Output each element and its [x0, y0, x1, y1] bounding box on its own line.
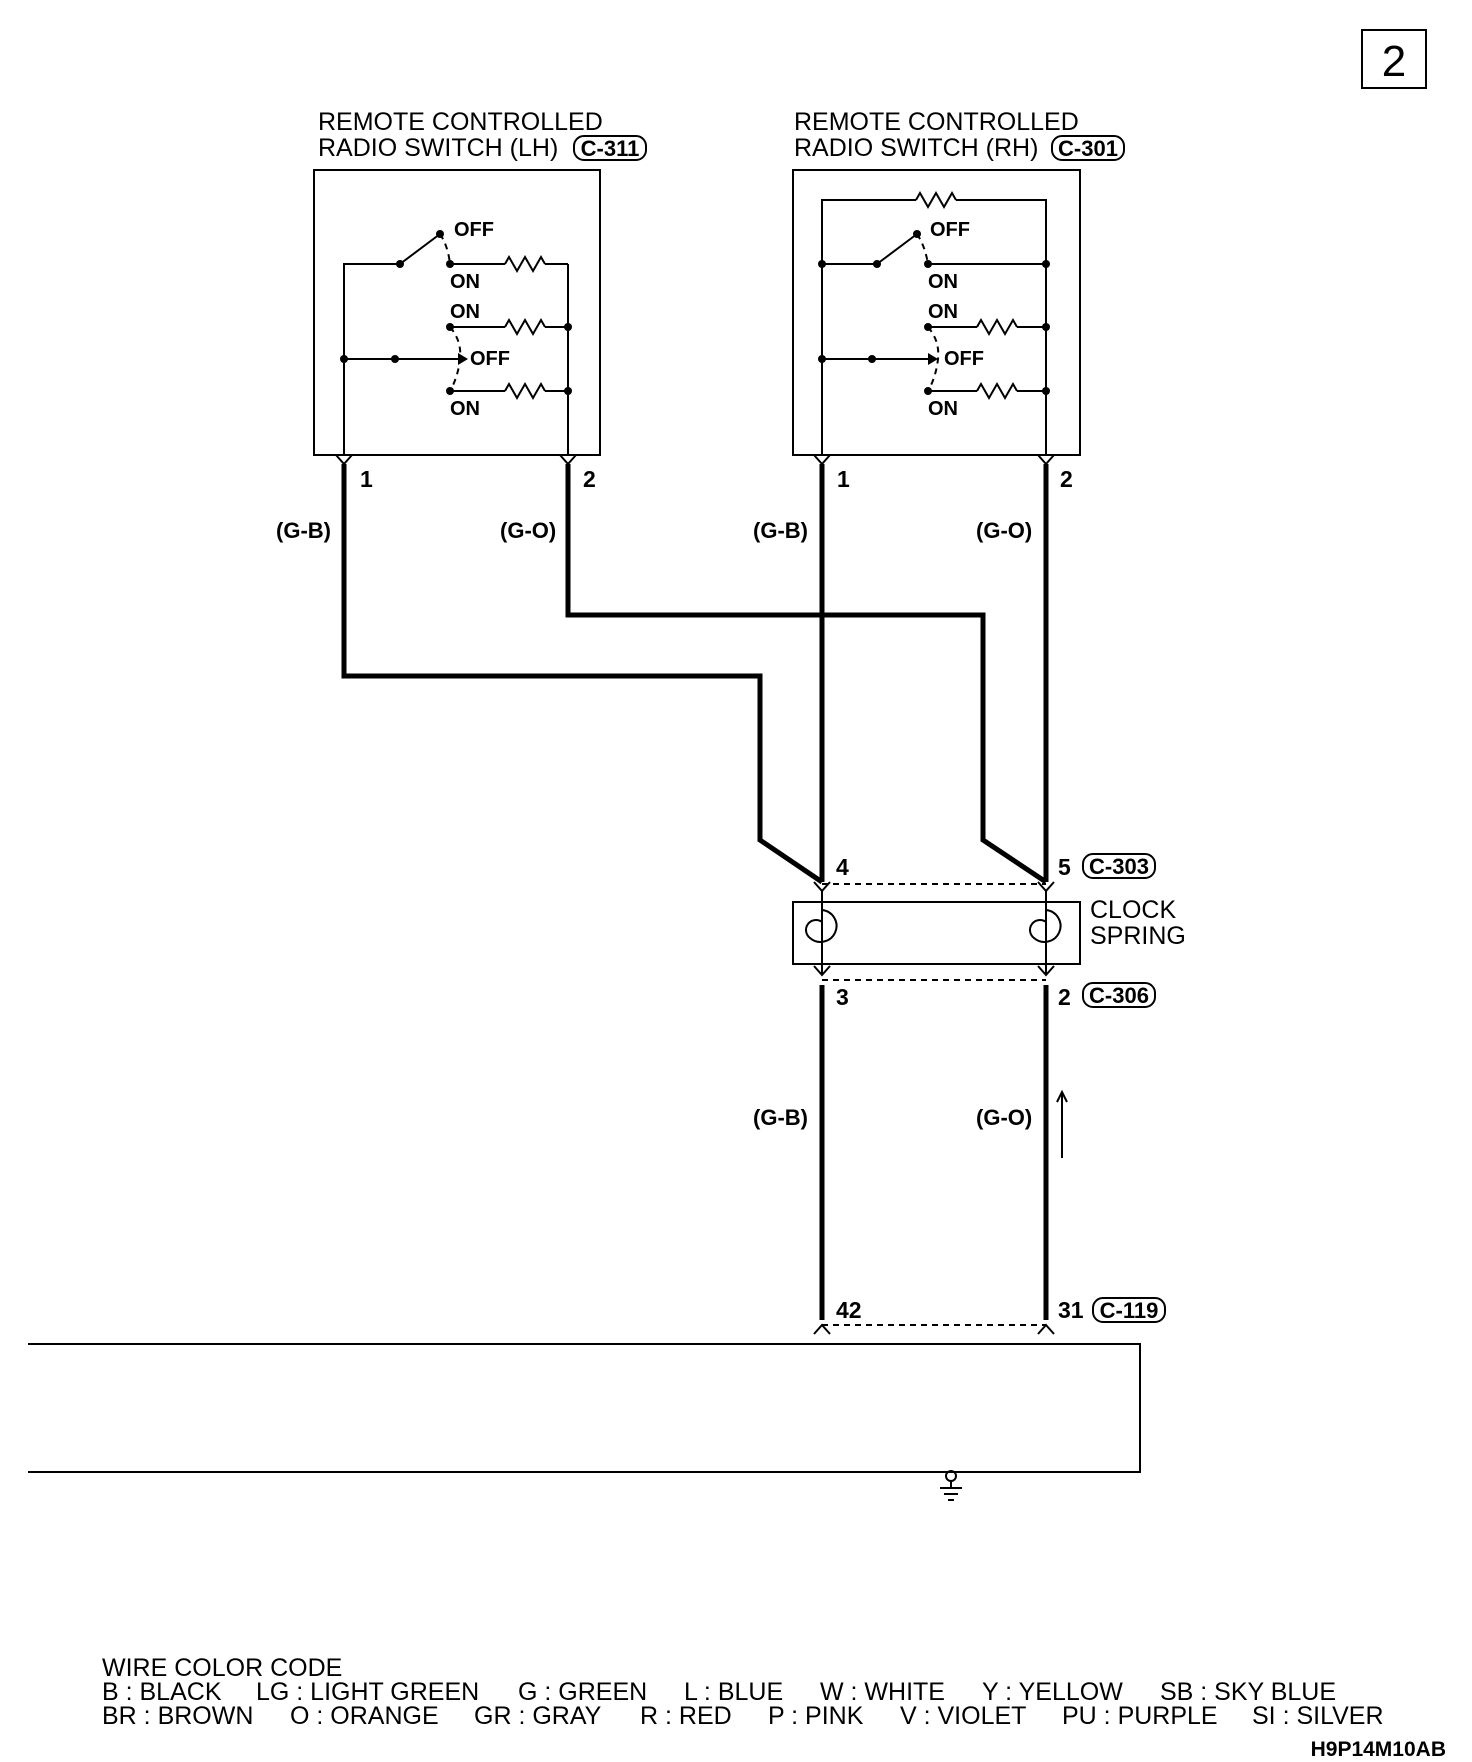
rh-switch-title-line1: REMOTE CONTROLLED [794, 108, 1079, 136]
lh-switch-title-line2: RADIO SWITCH (LH) [318, 134, 558, 162]
clock-spring-box [792, 901, 1081, 965]
clock-spring-coil-left [805, 909, 838, 943]
clock-spring-bottom-connector-badge [1082, 982, 1156, 1008]
lh-switch-box [313, 169, 601, 456]
lh-pos-off-1: OFF [454, 219, 494, 241]
bottom-connector-label: C-119 [1100, 1298, 1159, 1323]
clock-spring-label-line2: SPRING [1090, 922, 1186, 950]
page-number-box: 2 [1361, 29, 1427, 89]
rh-switch: REMOTE CONTROLLED RADIO SWITCH (RH) C-30… [792, 108, 1125, 492]
lh-connector-label: C-311 [581, 136, 640, 161]
clock-spring: 4 5 C-303 CLOCK SPRING 3 2 C-306 [792, 853, 1186, 1010]
legend-y: Y : YELLOW [982, 1678, 1123, 1706]
lh-switch-title-line1: REMOTE CONTROLLED [318, 108, 603, 136]
rh-switch-box [792, 169, 1081, 456]
ground-icon [940, 1470, 962, 1501]
wire-color-legend: WIRE COLOR CODE B : BLACK LG : LIGHT GRE… [102, 1654, 1384, 1730]
legend-r: R : RED [640, 1702, 732, 1730]
lh-pos-on-1: ON [450, 271, 480, 293]
wire-lh-pin1 [341, 464, 824, 885]
rh-connector-label: C-301 [1058, 136, 1118, 161]
clock-spring-coil-right [1029, 909, 1062, 943]
legend-l: L : BLUE [684, 1678, 783, 1706]
rh-pos-on-3: ON [928, 398, 958, 420]
clock-spring-bottom-pin-3: 3 [836, 984, 849, 1010]
lh-pos-on-3: ON [450, 398, 480, 420]
clock-spring-bottom-pin-2: 2 [1058, 984, 1071, 1010]
rh-connector-badge [1051, 135, 1125, 161]
legend-p: P : PINK [768, 1702, 864, 1730]
rh-pos-on-2: ON [928, 301, 958, 323]
rh-pos-off-2: OFF [944, 348, 984, 370]
legend-pu: PU : PURPLE [1062, 1702, 1218, 1730]
legend-br: BR : BROWN [102, 1702, 253, 1730]
lh-pin-1: 1 [360, 466, 373, 492]
page-number: 2 [1382, 37, 1406, 86]
wire-lh-pin2 [565, 464, 1048, 885]
lh-connector-badge [573, 135, 647, 161]
rh-pin-1: 1 [837, 466, 850, 492]
clock-spring-top-pin-4: 4 [836, 854, 849, 880]
wire-label-lh-pin1: (G-B) [276, 518, 331, 543]
legend-o: O : ORANGE [290, 1702, 439, 1730]
wire-label-rh-pin2: (G-O) [976, 518, 1032, 543]
bottom-pin-31: 31 [1058, 1297, 1084, 1323]
lh-pos-on-2: ON [450, 301, 480, 323]
lower-wires [819, 985, 1068, 1320]
upper-wires [341, 464, 1049, 885]
legend-w: W : WHITE [820, 1678, 945, 1706]
bottom-connector-badge [1092, 1297, 1166, 1323]
lh-switch: REMOTE CONTROLLED RADIO SWITCH (LH) C-31… [313, 108, 647, 492]
rh-pin-2: 2 [1060, 466, 1073, 492]
clock-spring-top-connector: C-303 [1089, 854, 1149, 879]
wire-label-lower-left: (G-B) [753, 1105, 808, 1130]
clock-spring-top-pin-5: 5 [1058, 854, 1071, 880]
legend-g: G : GREEN [518, 1678, 647, 1706]
wire-label-lower-right: (G-O) [976, 1105, 1032, 1130]
rh-pos-on-1: ON [928, 271, 958, 293]
figure-code: H9P14M10AB [1311, 1738, 1446, 1761]
clock-spring-bottom-connector: C-306 [1089, 983, 1149, 1008]
legend-v: V : VIOLET [900, 1702, 1026, 1730]
wire-label-rh-pin1: (G-B) [753, 518, 808, 543]
clock-spring-label-line1: CLOCK [1090, 896, 1176, 924]
control-unit-outline [28, 1343, 1141, 1473]
bottom-pin-42: 42 [836, 1297, 862, 1323]
legend-si: SI : SILVER [1252, 1702, 1384, 1730]
lh-pos-off-2: OFF [470, 348, 510, 370]
legend-title: WIRE COLOR CODE [102, 1654, 342, 1682]
legend-b: B : BLACK [102, 1678, 222, 1706]
rh-switch-title-line2: RADIO SWITCH (RH) [794, 134, 1038, 162]
lh-pin-2: 2 [583, 466, 596, 492]
bottom-unit: 42 31 C-119 [28, 1297, 1166, 1501]
clock-spring-top-connector-badge [1082, 853, 1156, 879]
wire-label-lh-pin2: (G-O) [500, 518, 556, 543]
rh-pos-off-1: OFF [930, 219, 970, 241]
legend-sb: SB : SKY BLUE [1160, 1678, 1336, 1706]
legend-gr: GR : GRAY [474, 1702, 602, 1730]
legend-lg: LG : LIGHT GREEN [256, 1678, 479, 1706]
